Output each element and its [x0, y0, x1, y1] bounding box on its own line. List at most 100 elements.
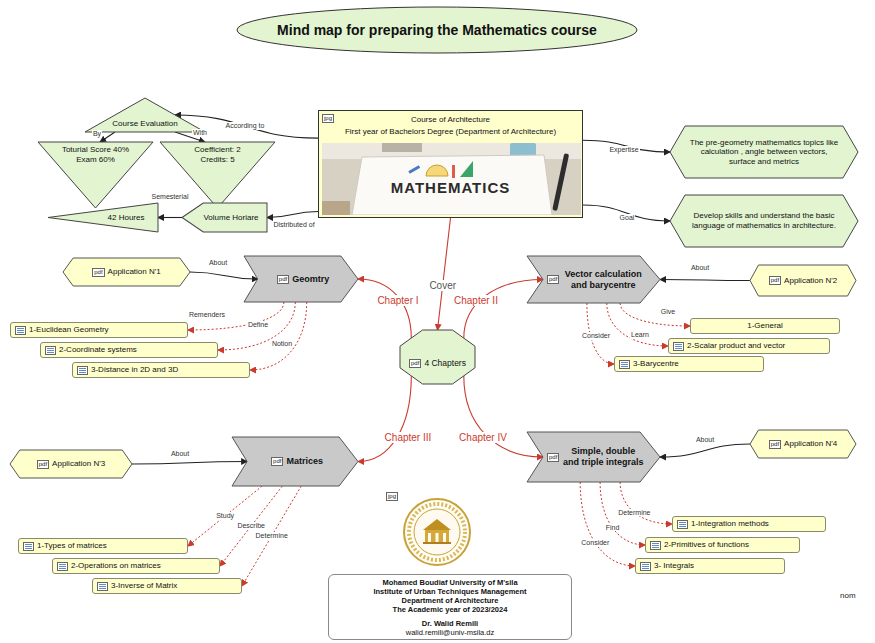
document-icon-line: [79, 370, 86, 371]
node-outline: [400, 330, 475, 384]
node-content: 1-General: [691, 319, 839, 333]
connector: [100, 132, 115, 142]
hours-shape: Volume Horiare: [182, 203, 267, 232]
dotted-connector: [242, 486, 301, 586]
document-icon-frame: [678, 520, 688, 528]
node-text: 1-Integration methods: [691, 519, 769, 529]
node-text: Dr. Walid Remili: [422, 619, 478, 628]
edge-label: Expertise: [608, 146, 639, 154]
edge-label: Semesterial: [151, 193, 190, 201]
topic-box: 3-Inverse of Matrix: [92, 578, 242, 594]
course-box: jpg Course of ArchitectureFirst year of B…: [318, 110, 583, 218]
connector: [358, 279, 411, 338]
connector: [660, 280, 750, 281]
edge-label: About: [208, 259, 228, 267]
node-content: 2-Primitives of functions: [646, 538, 799, 552]
document-icon-line: [675, 346, 682, 347]
document-icon-line: [642, 568, 649, 569]
node-outline-shape: [527, 432, 660, 482]
application-hexagon: pdfApplication N'2: [750, 265, 856, 296]
node-outline-shape: [244, 256, 358, 302]
document-icon-line: [59, 564, 66, 565]
node-text: The Academic year of 2023/2024: [393, 605, 508, 614]
node-text: Department of Architecture: [402, 596, 499, 605]
node-content: pdfApplication N'4: [750, 430, 856, 458]
document-icon-line: [621, 366, 628, 367]
document-icon-line: [675, 344, 682, 345]
document-icon-line: [679, 526, 686, 527]
node-text: The pre-geometry mathematics topics like…: [688, 138, 840, 167]
edge-label: Goal: [619, 214, 636, 222]
topic-box: 1-General: [690, 318, 840, 334]
file-icon: jpg: [322, 114, 334, 123]
node-text: First year of Bachelors Degree (Departme…: [345, 127, 556, 137]
document-icon: [677, 520, 688, 529]
edge-label: Distributed of: [272, 221, 315, 229]
document-icon-frame: [641, 562, 651, 570]
node-text: Mohamed Boudiaf University of M'sila: [382, 578, 517, 587]
document-icon: [619, 360, 630, 369]
edge-label: By: [92, 130, 102, 138]
node-outline-shape: [63, 258, 190, 286]
node-content: pdfVector calculation and barycentre: [527, 256, 660, 303]
node-content: pdfApplication N'3: [10, 450, 132, 478]
dotted-connector: [220, 486, 282, 566]
node-text: Coefficient: 2: [194, 145, 241, 155]
chapter-label: Chapter I: [376, 295, 419, 306]
document-icon-line: [99, 586, 106, 587]
node-text: 2-Scalar product and vector: [687, 341, 785, 351]
file-icon: pdf: [37, 460, 49, 469]
chapter-arrow: pdfSimple, double and triple integrals: [527, 432, 660, 482]
document-icon: [77, 366, 88, 375]
topic-box: 2-Coordinate systems: [40, 342, 218, 358]
edge-label: About: [170, 450, 190, 458]
node-content: pdfApplication N'2: [750, 265, 856, 296]
node-text: walid.remili@univ-msila.dz: [406, 628, 494, 637]
edge-label: Give: [660, 308, 676, 316]
dotted-connector: [218, 302, 295, 350]
connector: [464, 376, 543, 457]
edge-label: About: [690, 264, 710, 272]
application-hexagon: pdfApplication N'1: [63, 258, 190, 286]
file-icon: jpg: [386, 492, 398, 501]
application-hexagon: pdfApplication N'4: [750, 430, 856, 458]
edge-label: About: [695, 436, 715, 444]
node-content: 2-Operations on matrices: [53, 559, 219, 573]
chapter-label: Cover: [428, 280, 457, 291]
connector: [464, 280, 543, 339]
dotted-connector: [188, 486, 262, 546]
document-icon-frame: [78, 366, 88, 374]
node-text: 3-Inverse of Matrix: [111, 581, 177, 591]
node-content: 2-Scalar product and vector: [669, 339, 829, 353]
node-content: 42 Houres: [48, 203, 158, 232]
node-text: Course of Architecture: [411, 115, 490, 125]
document-icon-line: [99, 588, 106, 589]
evaluation-triangle: Course Evaluation: [85, 98, 205, 132]
note-label: nom: [840, 591, 856, 600]
node-text: 2-Primitives of functions: [664, 540, 749, 550]
document-icon: [45, 346, 56, 355]
node-content: pdfApplication N'1: [63, 258, 190, 286]
document-icon-frame: [620, 360, 630, 368]
document-icon-line: [679, 524, 686, 525]
connector: [190, 272, 258, 279]
document-icon-line: [25, 544, 32, 545]
document-icon-frame: [24, 542, 34, 550]
score-triangle: Toturial Score 40%Exam 60%: [38, 142, 153, 208]
connector: [583, 205, 670, 221]
document-icon-line: [17, 328, 24, 329]
chapter-arrow: pdfGeomtry: [244, 256, 358, 302]
document-icon-line: [652, 547, 659, 548]
node-outline-shape: [10, 450, 132, 478]
document-icon-line: [79, 368, 86, 369]
file-icon: pdf: [92, 268, 104, 277]
edge-label: With: [192, 129, 208, 137]
topic-box: 3-Barycentre: [614, 356, 764, 372]
document-icon-line: [675, 348, 682, 349]
file-icon: pdf: [769, 440, 781, 449]
connector: [358, 376, 411, 462]
document-icon: [15, 326, 26, 335]
node-text: Toturial Score 40%: [62, 145, 129, 155]
connector: [132, 462, 247, 465]
